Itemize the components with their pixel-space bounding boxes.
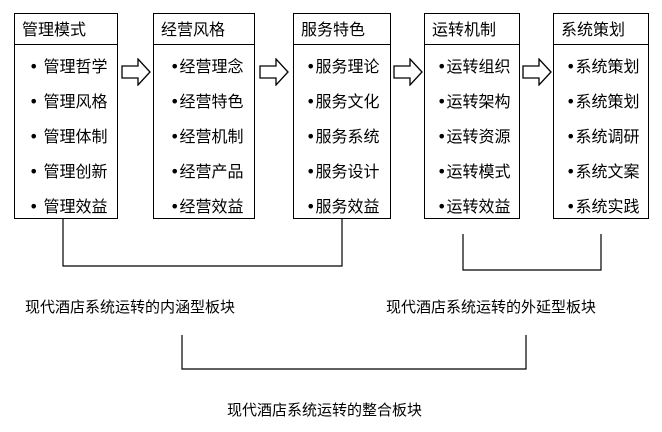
list-item: •经营理念 [170, 57, 244, 76]
box-business-style: 经营风格 •经营理念 •经营特色 •经营机制 •经营产品 •经营效益 [153, 13, 255, 219]
list-item: •服务文化 [306, 92, 380, 111]
caption-inner-block: 现代酒店系统运转的内涵型板块 [25, 298, 236, 316]
list-item: •系统调研 [566, 127, 640, 146]
box-title: 服务特色 [294, 14, 390, 45]
list-item: •经营机制 [170, 127, 244, 146]
outer-bracket [462, 234, 602, 271]
caption-integrated-block: 现代酒店系统运转的整合板块 [227, 401, 423, 419]
list-item: •系统策划 [566, 92, 640, 111]
right-arrow-icon [393, 58, 423, 86]
list-item: •运转效益 [437, 197, 511, 216]
list-item: •服务系统 [306, 127, 380, 146]
box-title: 系统策划 [554, 14, 648, 45]
list-item: •运转组织 [437, 57, 511, 76]
box-operation-mechanism: 运转机制 •运转组织 •运转架构 •运转资源 •运转模式 •运转效益 [424, 13, 520, 219]
list-item: •经营特色 [170, 92, 244, 111]
list-item: •运转架构 [437, 92, 511, 111]
right-arrow-icon [259, 58, 289, 86]
list-item: •经营产品 [170, 162, 244, 181]
list-item: •系统策划 [566, 57, 640, 76]
list-item: • 管理创新 [29, 162, 108, 181]
inner-bracket [62, 219, 343, 267]
list-item: •服务理论 [306, 57, 380, 76]
list-item: •服务设计 [306, 162, 380, 181]
list-item: • 管理哲学 [29, 57, 108, 76]
box-system-planning: 系统策划 •系统策划 •系统策划 •系统调研 •系统文案 •系统实践 [553, 13, 649, 219]
box-management-mode: 管理模式 • 管理哲学 • 管理风格 • 管理体制 • 管理创新 • 管理效益 [14, 13, 118, 219]
list-item: • 管理体制 [29, 127, 108, 146]
right-arrow-icon [522, 58, 552, 86]
integrated-bracket [181, 335, 527, 370]
box-service-feature: 服务特色 •服务理论 •服务文化 •服务系统 •服务设计 •服务效益 [293, 13, 391, 219]
list-item: •服务效益 [306, 197, 380, 216]
box-title: 运转机制 [425, 14, 519, 45]
list-item: • 管理效益 [29, 197, 108, 216]
list-item: •运转模式 [437, 162, 511, 181]
list-item: •经营效益 [170, 197, 244, 216]
right-arrow-icon [121, 58, 151, 86]
list-item: •系统文案 [566, 162, 640, 181]
box-title: 管理模式 [15, 14, 117, 45]
box-title: 经营风格 [154, 14, 254, 45]
caption-outer-block: 现代酒店系统运转的外延型板块 [386, 298, 597, 316]
list-item: • 管理风格 [29, 92, 108, 111]
list-item: •系统实践 [566, 197, 640, 216]
list-item: •运转资源 [437, 127, 511, 146]
